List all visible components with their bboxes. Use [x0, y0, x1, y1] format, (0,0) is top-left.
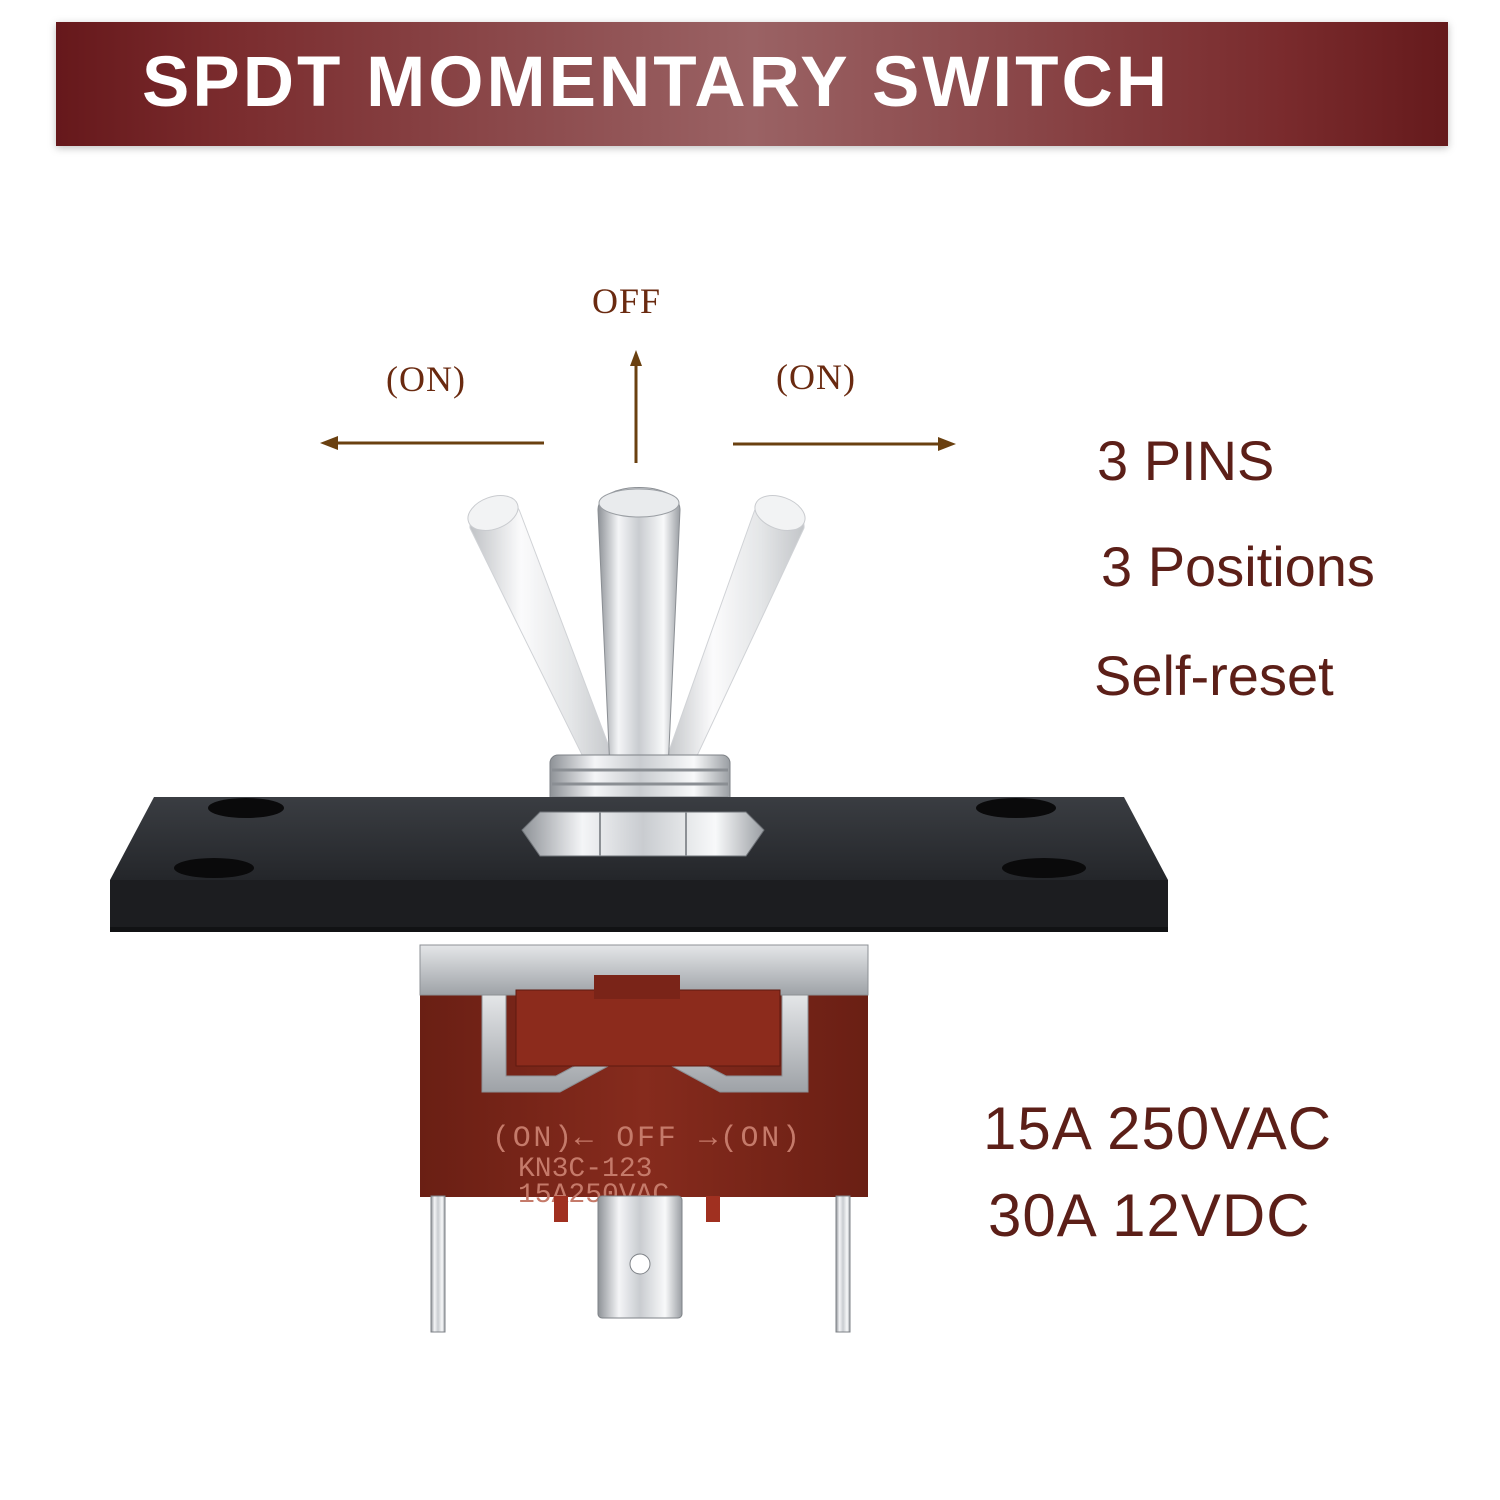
arrow-right-icon [733, 437, 956, 451]
switch-legend: (ON)← OFF →(ON) [492, 1122, 800, 1156]
lever-right-ghost [663, 495, 806, 776]
switch-model: KN3C-123 [518, 1154, 652, 1185]
mount-hole [208, 798, 284, 818]
position-label-off: OFF [592, 281, 662, 321]
mount-hole [1002, 858, 1086, 878]
feature-pins: 3 PINS [1097, 429, 1275, 492]
rating-ac: 15A 250VAC [983, 1095, 1333, 1162]
mount-hole [976, 798, 1056, 818]
feature-self-reset: Self-reset [1094, 644, 1334, 707]
position-label-right-on: (ON) [776, 357, 856, 397]
arrow-left-icon [320, 436, 544, 450]
rating-dc: 30A 12VDC [988, 1182, 1311, 1249]
arrow-up-icon [630, 350, 642, 463]
terminal-pins [430, 1195, 851, 1333]
feature-positions: 3 Positions [1101, 535, 1375, 598]
title-banner [56, 22, 1448, 146]
hex-nut [521, 811, 765, 857]
banner-title: SPDT MOMENTARY SWITCH [142, 43, 1171, 122]
position-label-left-on: (ON) [386, 359, 466, 399]
lever-center [597, 487, 681, 771]
lever-left-ghost [467, 495, 617, 776]
mount-hole [174, 858, 254, 878]
switch-body: (ON)← OFF →(ON) KN3C-123 15A250VAC [419, 944, 869, 1211]
